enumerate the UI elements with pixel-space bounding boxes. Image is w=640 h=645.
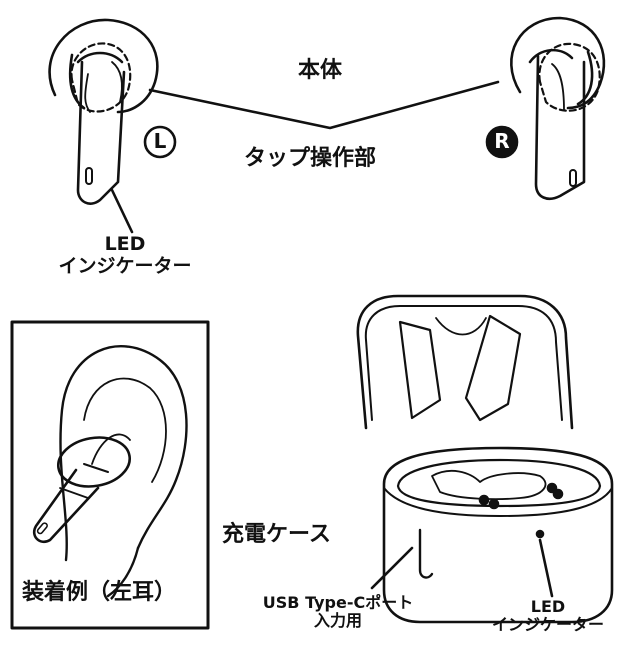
usb-port-label: USB Type-Cポート 入力用 [248,593,428,631]
tap-area-label: タップ操作部 [244,146,377,171]
usb-port-label-line1: USB Type-Cポート [262,593,414,612]
right-marker-circle [485,125,519,159]
earbud-led-label: LED インジケーター [50,233,200,278]
wearing-example-frame [10,320,210,630]
left-earbud [48,18,159,205]
usb-port-leader [370,546,414,590]
earbud-led-label-line2: インジケーター [58,254,192,277]
left-marker-circle [143,125,177,159]
charging-case-lid [356,294,574,430]
case-led-label-line1: LED [530,597,566,616]
body-leader [148,80,500,130]
charging-case-body [382,446,614,624]
case-led-label: LED インジケーター [478,597,618,635]
right-marker-letter: R [494,129,510,153]
usb-port-label-line2: 入力用 [313,611,362,631]
earbud-led-leader [110,188,134,234]
case-led-leader [538,538,554,598]
worn-earbud [32,436,131,544]
case-led-label-line2: インジケーター [491,615,604,635]
earbud-led-label-line1: LED [104,233,146,255]
charging-case-label: 充電ケース [222,522,331,547]
body-label: 本体 [298,58,343,83]
wearing-example-label: 装着例（左耳） [22,580,177,605]
left-marker-letter: L [153,129,167,153]
right-earbud [510,16,606,200]
